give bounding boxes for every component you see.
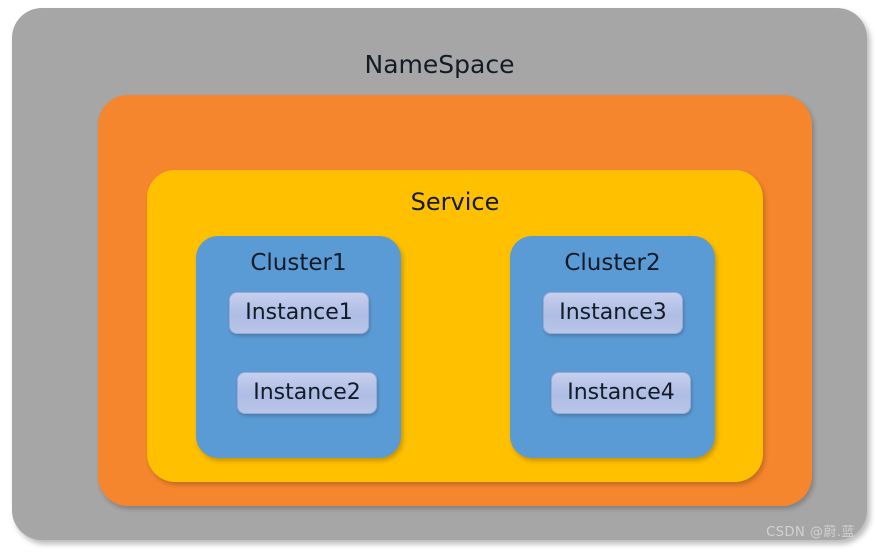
cluster-container-2: Cluster2 Instance3 Instance4 <box>510 236 715 458</box>
cluster-label-1: Cluster1 <box>250 250 347 276</box>
instance-box-2: Instance2 <box>237 372 377 414</box>
instance-box-3: Instance3 <box>543 292 683 334</box>
instance-label-3: Instance3 <box>559 300 667 325</box>
instance-label-2: Instance2 <box>253 380 361 405</box>
instance-box-1: Instance1 <box>229 292 369 334</box>
instance-label-4: Instance4 <box>567 380 675 405</box>
instance-label-1: Instance1 <box>245 300 353 325</box>
cluster-container-1: Cluster1 Instance1 Instance2 <box>196 236 401 458</box>
cluster-label-2: Cluster2 <box>564 250 661 276</box>
namespace-label: NameSpace <box>364 50 515 79</box>
service-label: Service <box>410 188 500 216</box>
instance-box-4: Instance4 <box>551 372 691 414</box>
watermark: CSDN @蔚.蓝 <box>766 525 855 540</box>
